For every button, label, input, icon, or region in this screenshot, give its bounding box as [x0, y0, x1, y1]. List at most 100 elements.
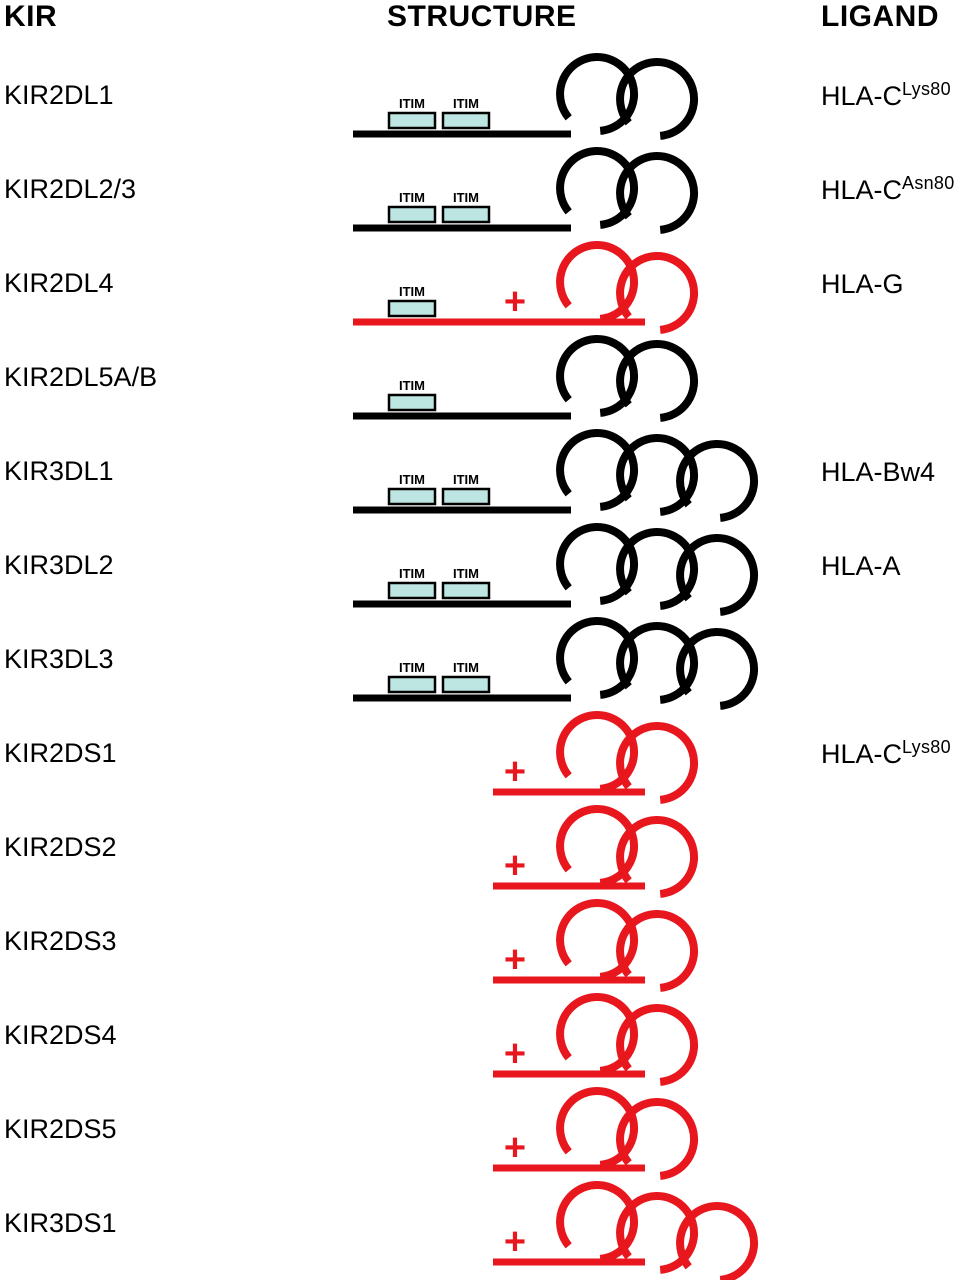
structure-svg: + — [493, 1181, 759, 1280]
header-structure: STRUCTURE — [387, 0, 577, 33]
structure-diagram: + — [345, 894, 815, 992]
receptor-row: KIR3DS1 + — [0, 1176, 978, 1280]
ligand-name: HLA-Bw4 — [815, 455, 978, 488]
structure-diagram: + — [345, 706, 815, 804]
receptor-row: KIR2DL5A/B ITIM — [0, 330, 978, 424]
itim-box — [387, 299, 437, 318]
domain-loop — [676, 1202, 759, 1280]
structure-svg: ITIM — [353, 335, 699, 422]
kir-name: KIR2DS5 — [4, 1113, 117, 1144]
kir-name: KIR2DS4 — [4, 1019, 117, 1050]
itim-box — [441, 581, 491, 600]
ligand-name: HLA-CLys80 — [815, 737, 978, 770]
domain-loop — [616, 1004, 699, 1086]
structure-diagram: ITIM — [345, 330, 815, 424]
plus-sign: + — [504, 939, 526, 981]
column-headers: KIR STRUCTURE LIGAND — [0, 0, 978, 48]
receptor-row: KIR3DL2 ITIM ITIM HLA-A — [0, 518, 978, 616]
domain-loop — [676, 628, 759, 710]
domain-loop — [616, 910, 699, 992]
itim-label: ITIM — [399, 284, 425, 299]
kir-name: KIR2DL2/3 — [4, 173, 137, 204]
itim-box — [387, 111, 437, 130]
kir-name: KIR3DL2 — [4, 549, 114, 580]
structure-diagram: + — [345, 800, 815, 898]
structure-diagram: ITIM ITIM — [345, 518, 815, 616]
ligand-name: HLA-CAsn80 — [815, 173, 978, 206]
ligand-base: HLA-C — [821, 174, 903, 205]
kir-name: KIR2DS1 — [4, 737, 117, 768]
ligand-base: HLA-C — [821, 738, 903, 769]
receptor-row: KIR2DS2 + — [0, 800, 978, 898]
domain-loop — [616, 252, 699, 334]
itim-box — [387, 205, 437, 224]
structure-svg: ITIM ITIM — [353, 147, 699, 234]
ligand-superscript: Lys80 — [902, 736, 951, 757]
domain-loop — [616, 722, 699, 804]
domain-loop — [616, 1098, 699, 1180]
itim-label: ITIM — [399, 566, 425, 581]
receptor-row: KIR3DL3 ITIM ITIM — [0, 612, 978, 710]
itim-box — [441, 205, 491, 224]
kir-name: KIR2DL1 — [4, 79, 114, 110]
itim-label: ITIM — [399, 472, 425, 487]
structure-diagram: + — [345, 1176, 815, 1280]
receptor-row: KIR2DL4 ITIM + HLA-G — [0, 236, 978, 334]
itim-label: ITIM — [399, 378, 425, 393]
ligand-base: HLA-G — [821, 268, 904, 299]
receptor-row: KIR2DS5 + — [0, 1082, 978, 1180]
structure-svg: + — [493, 711, 699, 804]
structure-diagram: ITIM ITIM — [345, 612, 815, 710]
kir-name: KIR3DL3 — [4, 643, 114, 674]
structure-svg: ITIM ITIM — [353, 523, 759, 616]
itim-label: ITIM — [399, 190, 425, 205]
domain-loop — [616, 58, 699, 140]
structure-svg: + — [493, 805, 699, 898]
kir-name: KIR2DL5A/B — [4, 361, 158, 392]
itim-label: ITIM — [453, 96, 479, 111]
itim-label: ITIM — [453, 566, 479, 581]
itim-box — [387, 393, 437, 412]
domain-loop — [616, 340, 699, 422]
domain-loop — [676, 440, 759, 522]
structure-svg: + — [493, 1087, 699, 1180]
itim-label: ITIM — [453, 660, 479, 675]
plus-sign: + — [504, 1127, 526, 1169]
receptor-row: KIR2DS3 + — [0, 894, 978, 992]
header-kir: KIR — [4, 0, 58, 33]
ligand-base: HLA-A — [821, 550, 901, 581]
receptor-row: KIR3DL1 ITIM ITIM HLA-Bw4 — [0, 424, 978, 522]
kir-name: KIR2DL4 — [4, 267, 114, 298]
itim-label: ITIM — [453, 472, 479, 487]
kir-name: KIR3DL1 — [4, 455, 114, 486]
structure-diagram: ITIM ITIM — [345, 142, 815, 236]
domain-loop — [616, 152, 699, 234]
plus-sign: + — [504, 751, 526, 793]
receptor-row: KIR2DL2/3 ITIM ITIM HLA-CAsn80 — [0, 142, 978, 236]
ligand-superscript: Lys80 — [902, 78, 951, 99]
kir-name: KIR2DS2 — [4, 831, 117, 862]
plus-sign: + — [504, 1221, 526, 1263]
receptor-row: KIR2DS4 + — [0, 988, 978, 1086]
plus-sign: + — [504, 845, 526, 887]
plus-sign: + — [504, 1033, 526, 1075]
itim-label: ITIM — [453, 190, 479, 205]
structure-svg: ITIM ITIM — [353, 617, 759, 710]
structure-svg: ITIM ITIM — [353, 429, 759, 522]
itim-box — [441, 675, 491, 694]
ligand-name: HLA-A — [815, 549, 978, 582]
itim-label: ITIM — [399, 660, 425, 675]
itim-box — [387, 675, 437, 694]
header-ligand: LIGAND — [821, 0, 939, 33]
structure-diagram: ITIM + — [345, 236, 815, 334]
kir-name: KIR2DS3 — [4, 925, 117, 956]
structure-svg: + — [493, 993, 699, 1086]
receptor-row: KIR2DS1 + HLA-CLys80 — [0, 706, 978, 804]
structure-diagram: + — [345, 1082, 815, 1180]
plus-sign: + — [504, 281, 526, 323]
ligand-base: HLA-C — [821, 80, 903, 111]
